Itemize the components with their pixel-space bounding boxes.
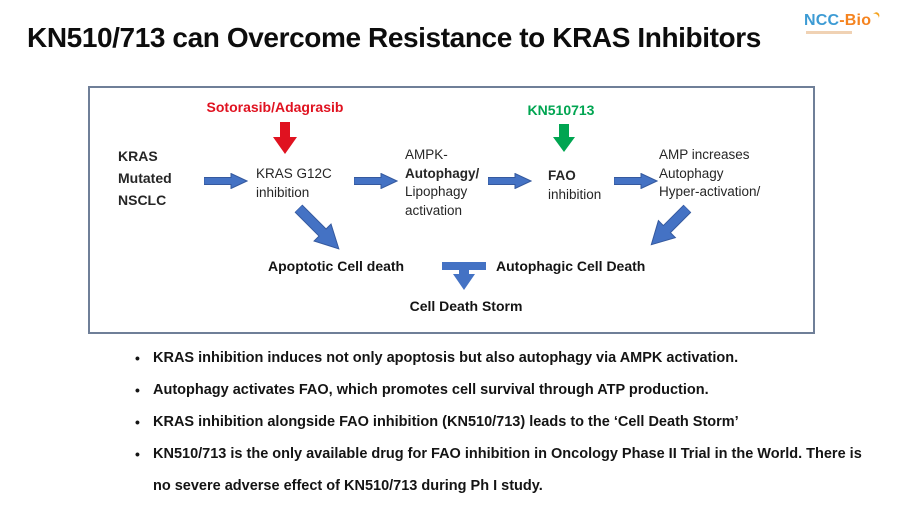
diagram-panel: Sotorasib/Adagrasib KN510713 KRAS Mutate… (88, 86, 815, 334)
summary-bullet-list: KRAS inhibition induces not only apoptos… (133, 342, 875, 502)
merge-down-arrow-icon (442, 262, 486, 290)
diagonal-arrow-down-left-icon (650, 204, 692, 246)
diagonal-arrow-down-right-icon (294, 204, 340, 250)
list-item: KRAS inhibition alongside FAO inhibition… (133, 406, 875, 438)
node-amp-hyperactivation: AMP increases Autophagy Hyper-activation… (659, 147, 761, 199)
node-kras-g12c-inhibition: KRAS G12C inhibition (256, 166, 332, 200)
node-ampk-autophagy: AMPK- Autophagy/ Lipophagy activation (405, 147, 480, 218)
red-inhibitor-label: Sotorasib/Adagrasib (206, 99, 344, 115)
list-item: KRAS inhibition induces not only apoptos… (133, 342, 875, 374)
autophagic-cell-death-label: Autophagic Cell Death (496, 258, 646, 274)
list-item: Autophagy activates FAO, which promotes … (133, 374, 875, 406)
logo-tagline-bar (806, 31, 852, 34)
down-arrow-green-icon (553, 124, 575, 152)
node-fao-inhibition: FAO inhibition (548, 168, 602, 202)
right-arrow-icon (204, 173, 248, 189)
right-arrow-icon (354, 173, 398, 189)
right-arrow-icon (488, 173, 532, 189)
logo-sparkle-icon (870, 10, 882, 23)
page-title: KN510/713 can Overcome Resistance to KRA… (27, 22, 761, 53)
apoptotic-cell-death-label: Apoptotic Cell death (268, 258, 405, 274)
right-arrow-icon (614, 173, 658, 189)
down-arrow-red-icon (273, 122, 297, 154)
green-inhibitor-label: KN510713 (527, 102, 595, 118)
company-logo: NCC-Bio (804, 10, 884, 34)
logo-wordmark: NCC-Bio (804, 10, 884, 30)
node-kras-mutated-nsclc: KRAS Mutated NSCLC (118, 148, 172, 208)
cell-death-storm-label: Cell Death Storm (409, 298, 523, 314)
logo-text-ncc: NCC (804, 12, 840, 29)
logo-text-bio: -Bio (839, 12, 872, 29)
list-item: KN510/713 is the only available drug for… (133, 438, 875, 502)
